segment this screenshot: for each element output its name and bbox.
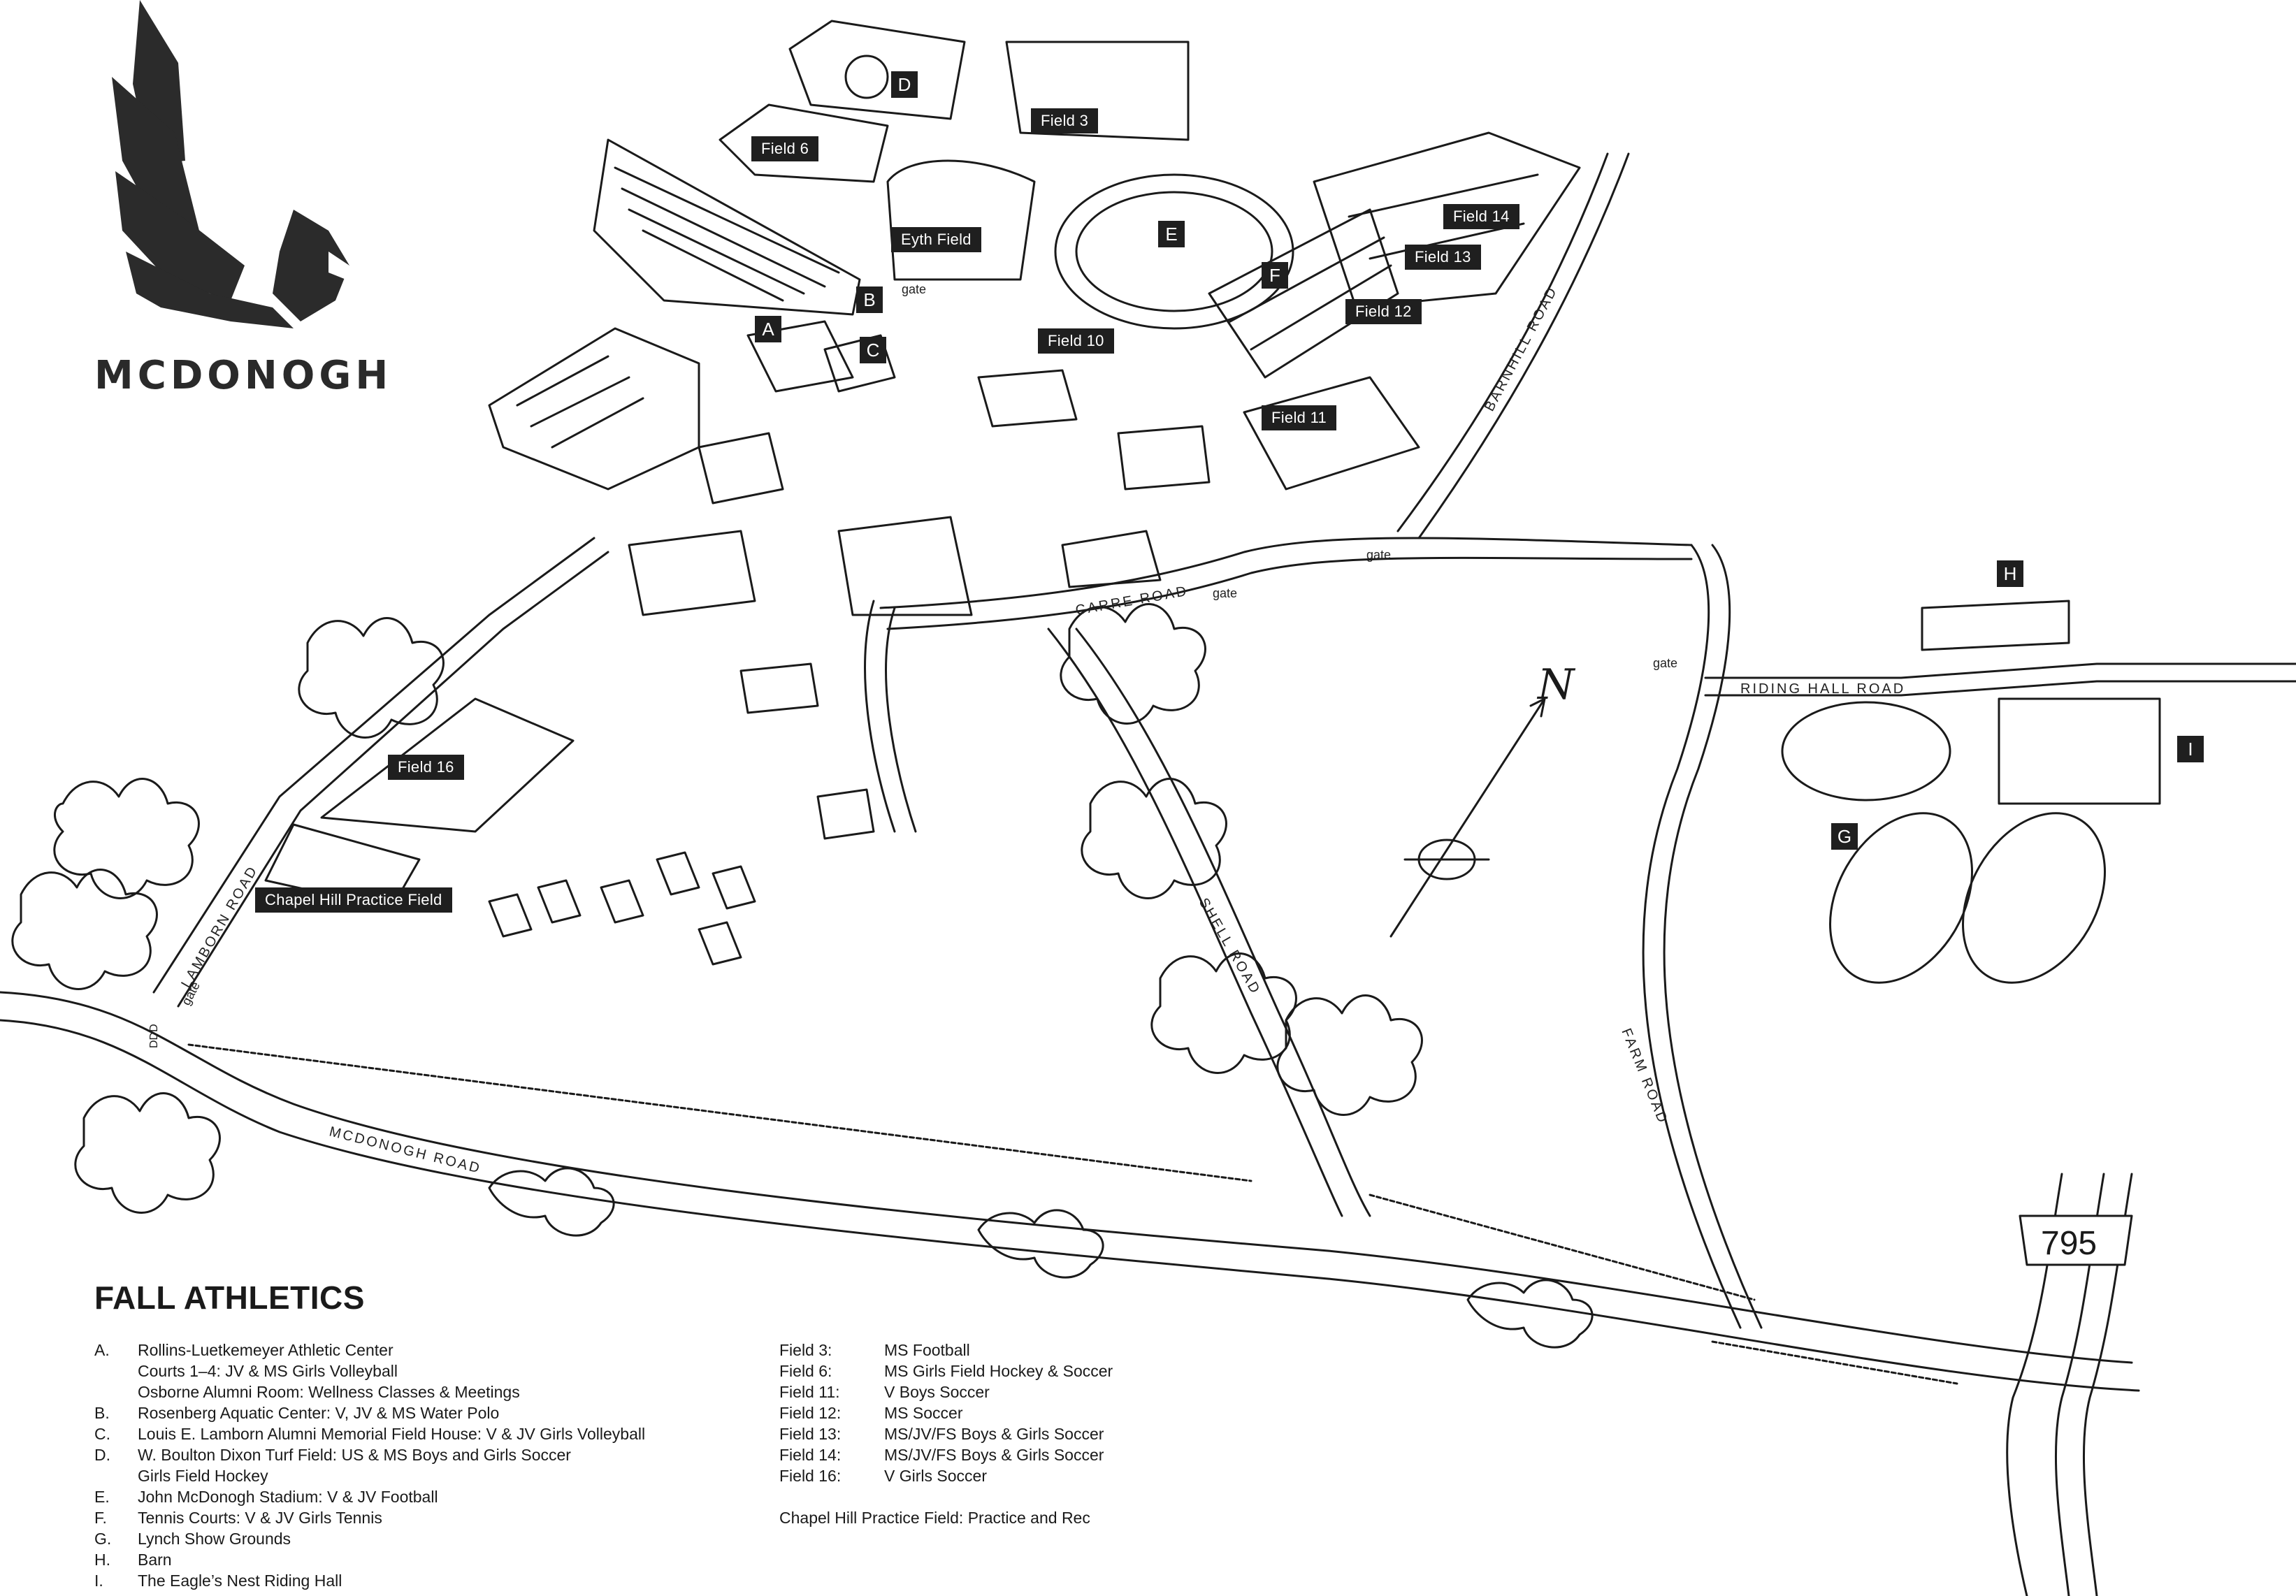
legend-row: Field 11:V Boys Soccer (779, 1383, 990, 1401)
fields-east (1243, 131, 1581, 491)
marker-a: A (755, 316, 781, 342)
legend-row: Field 6:MS Girls Field Hockey & Soccer (779, 1362, 1113, 1380)
label-field-3: Field 3 (1031, 108, 1099, 133)
legend-row: E.John McDonogh Stadium: V & JV Football (94, 1488, 438, 1506)
marker-f: F (1262, 262, 1288, 289)
legend-row: C.Louis E. Lamborn Alumni Memorial Field… (94, 1425, 646, 1443)
tree-line (11, 603, 1594, 1349)
legend-row: H.Barn (94, 1551, 172, 1569)
compass-north-label: N (1536, 660, 1576, 709)
label-field-12: Field 12 (1345, 299, 1422, 324)
lamborn-road (152, 537, 609, 1008)
field-d-shape (788, 20, 966, 120)
eyth-field-shape (886, 159, 1036, 281)
label-field-13: Field 13 (1405, 245, 1481, 270)
stadium-track (1054, 173, 1294, 330)
label-field-16: Field 16 (388, 755, 464, 780)
gate-label: gate (1366, 548, 1391, 562)
label-field-14: Field 14 (1443, 204, 1519, 229)
marker-d: D (891, 71, 918, 98)
tennis-courts (1208, 208, 1399, 379)
barn-building (1921, 600, 2070, 651)
label-eyth-field: Eyth Field (891, 227, 981, 252)
residential-houses (488, 851, 756, 966)
legend-row: F.Tennis Courts: V & JV Girls Tennis (94, 1509, 382, 1527)
campus-buildings (628, 320, 1211, 840)
carre-road (864, 537, 1693, 833)
road-label-riding-hall: RIDING HALL ROAD (1740, 681, 1905, 697)
eagle-logo-icon (112, 0, 349, 328)
road-label-lamborn: LAMBORN ROAD (178, 863, 261, 991)
legend-title: FALL ATHLETICS (94, 1279, 365, 1316)
label-chapel-hill: Chapel Hill Practice Field (255, 887, 452, 913)
mile-marker: DDD (148, 1024, 160, 1048)
legend-venues: A.Rollins-Luetkemeyer Athletic Center Co… (94, 1340, 645, 1591)
farm-road (1642, 544, 1763, 1329)
label-field-10: Field 10 (1038, 328, 1114, 354)
gate-label: gate (902, 282, 926, 296)
riding-hall-road (1704, 662, 2296, 697)
legend-fields: Field 3:MS Football Field 6:MS Girls Fie… (779, 1340, 1113, 1528)
marker-h: H (1997, 560, 2023, 587)
legend-row: Field 16:V Girls Soccer (779, 1467, 987, 1485)
road-label-farm: FARM ROAD (1618, 1026, 1670, 1127)
highway-number: 795 (2041, 1225, 2097, 1262)
barnhill-road (1396, 152, 1630, 539)
gate-label: gate (1213, 586, 1237, 600)
highway-shield-icon (2019, 1214, 2133, 1266)
legend-row: Osborne Alumni Room: Wellness Classes & … (138, 1383, 520, 1401)
label-field-11: Field 11 (1262, 405, 1337, 430)
legend-row: Field 12:MS Soccer (779, 1404, 963, 1422)
parking-lot-north (593, 138, 861, 316)
marker-e: E (1158, 221, 1185, 247)
legend-row: I.The Eagle’s Nest Riding Hall (94, 1572, 342, 1590)
legend-row: Field 3:MS Football (779, 1341, 970, 1359)
marker-g: G (1831, 823, 1858, 850)
legend-row: Field 13:MS/JV/FS Boys & Girls Soccer (779, 1425, 1104, 1443)
parking-lot-west (488, 327, 700, 491)
field-6-shape (719, 103, 889, 183)
legend-row: Girls Field Hockey (138, 1467, 268, 1485)
legend-row: Courts 1–4: JV & MS Girls Volleyball (138, 1362, 398, 1380)
legend-row: Field 14:MS/JV/FS Boys & Girls Soccer (779, 1446, 1104, 1464)
gate-label: gate (1653, 656, 1677, 670)
logo-wordmark: MCDONOGH (94, 353, 393, 398)
legend-row: G.Lynch Show Grounds (94, 1530, 291, 1548)
marker-c: C (860, 337, 886, 363)
legend-row: A.Rollins-Luetkemeyer Athletic Center (94, 1341, 394, 1359)
road-label-shell: SHELL ROAD (1196, 896, 1264, 998)
marker-b: B (856, 286, 883, 313)
field-16-shape (320, 697, 575, 833)
label-field-6: Field 6 (751, 136, 819, 161)
legend-chapel-note: Chapel Hill Practice Field: Practice and… (779, 1509, 1090, 1527)
road-label-mcdonogh: MCDONOGH ROAD (328, 1124, 483, 1177)
legend-row: D.W. Boulton Dixon Turf Field: US & MS B… (94, 1446, 571, 1464)
riding-hall-building (1998, 697, 2161, 805)
marker-i: I (2177, 736, 2204, 762)
legend-row: B.Rosenberg Aquatic Center: V, JV & MS W… (94, 1404, 500, 1422)
road-label-barnhill: BARNHILL ROAD (1482, 284, 1561, 414)
north-compass-icon (1389, 697, 1546, 938)
mcdonogh-road (0, 991, 2140, 1392)
lynch-show-grounds (1781, 701, 2106, 984)
field-3-shape (1005, 41, 1190, 141)
